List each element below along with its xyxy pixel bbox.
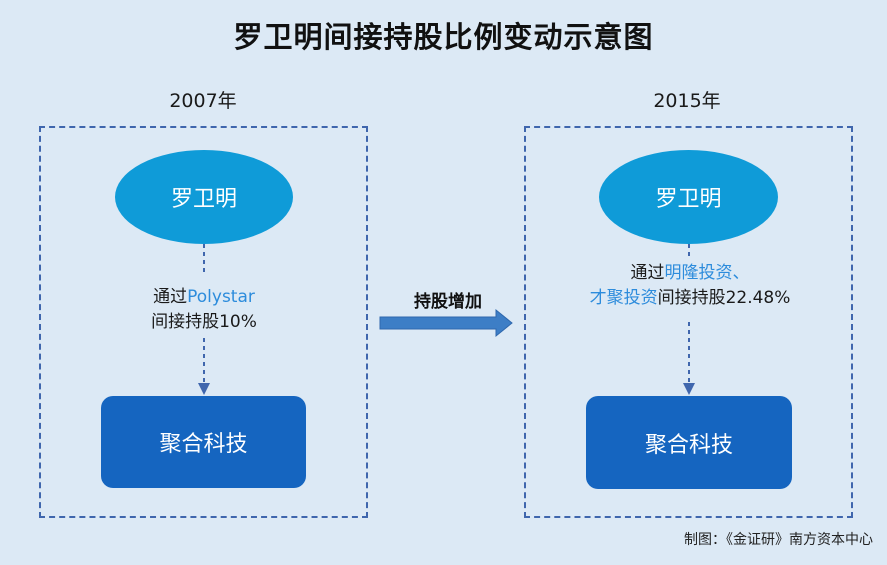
right-desc-highlight1: 明隆投资、 xyxy=(664,263,750,283)
right-arrowhead-icon xyxy=(683,383,695,395)
left-arrowhead-icon xyxy=(198,383,210,395)
footer-credit: 制图：《金证研》南方资本中心 xyxy=(684,532,873,548)
left-desc-line2: 间接持股10% xyxy=(151,312,257,332)
right-desc-prefix: 通过 xyxy=(630,263,665,283)
right-panel xyxy=(524,126,853,518)
right-arrow-icon xyxy=(379,308,513,338)
left-year: 2007年 xyxy=(169,90,237,112)
left-description: 通过Polystar 间接持股10% xyxy=(104,285,304,335)
right-year: 2015年 xyxy=(653,90,721,112)
left-person-node: 罗卫明 xyxy=(115,150,293,244)
middle-label: 持股增加 xyxy=(414,292,482,312)
left-company-node: 聚合科技 xyxy=(101,396,306,488)
right-description: 通过明隆投资、 才聚投资间接持股22.48% xyxy=(545,261,835,311)
left-desc-highlight: Polystar xyxy=(187,287,255,307)
left-panel xyxy=(39,126,368,518)
right-desc-highlight2: 才聚投资 xyxy=(589,288,658,308)
right-company-node: 聚合科技 xyxy=(586,396,792,489)
right-desc-suffix: 间接持股22.48% xyxy=(657,288,791,308)
right-person-node: 罗卫明 xyxy=(599,150,778,244)
left-desc-prefix: 通过 xyxy=(153,287,188,307)
page-title: 罗卫明间接持股比例变动示意图 xyxy=(233,20,654,54)
